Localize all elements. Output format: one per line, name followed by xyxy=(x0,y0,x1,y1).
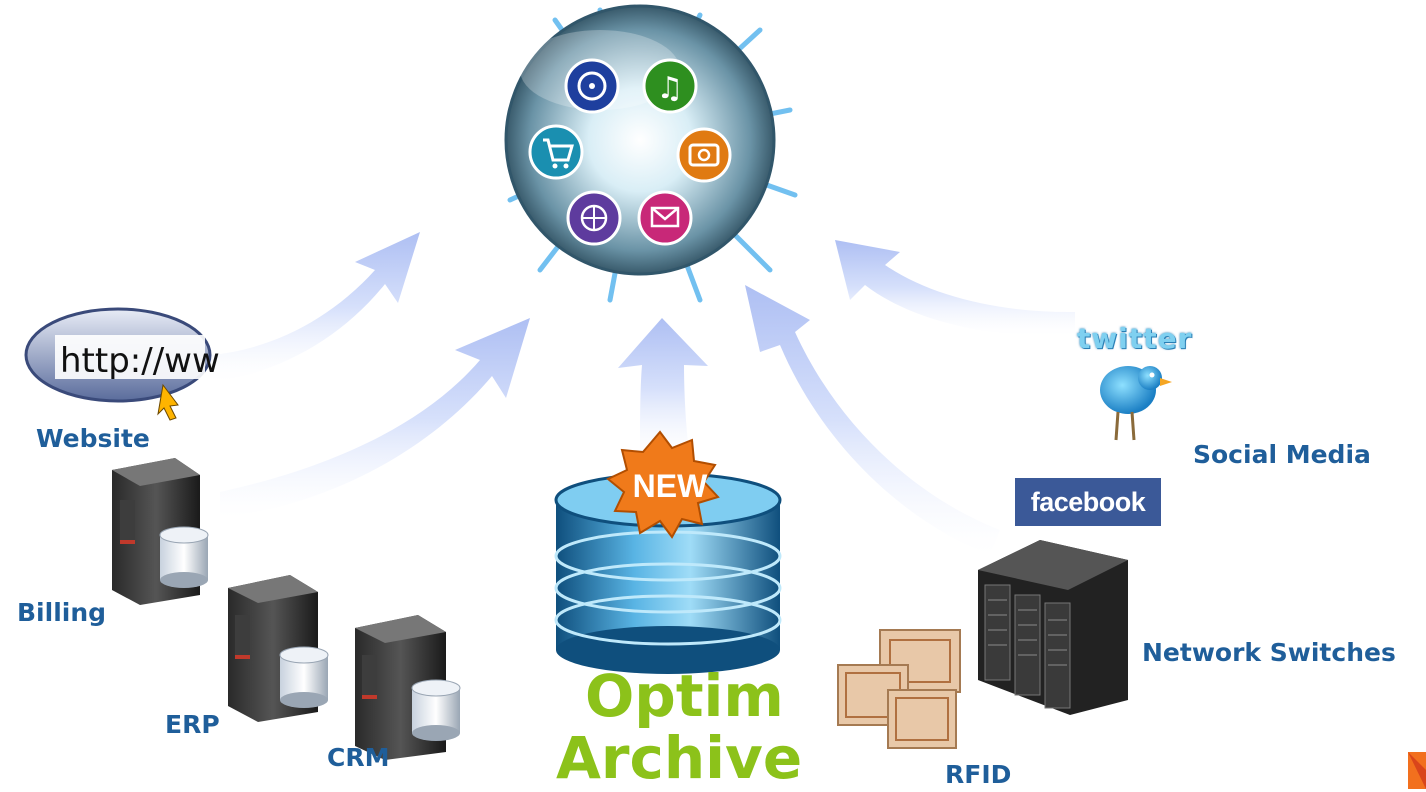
label-crm: CRM xyxy=(327,743,390,772)
website-http-icon: http://ww xyxy=(24,307,220,421)
svg-text:♫: ♫ xyxy=(657,71,684,106)
label-archive: Archive xyxy=(556,724,803,792)
arrow-social xyxy=(835,240,1075,336)
arrow-optim xyxy=(618,318,708,460)
new-badge-label: NEW xyxy=(632,468,708,504)
twitter-logo: twitter xyxy=(1077,322,1193,355)
shopping-cart-icon xyxy=(528,124,584,180)
optim-database-icon xyxy=(554,472,782,674)
network-switch-rack-icon xyxy=(978,540,1128,715)
label-website: Website xyxy=(36,424,150,453)
arrow-website xyxy=(210,232,420,382)
twitter-bird-icon xyxy=(1100,366,1172,441)
crm-disk-icon xyxy=(411,679,461,741)
rfid-tags-icon xyxy=(837,629,961,749)
label-social-media: Social Media xyxy=(1193,440,1371,469)
video-icon xyxy=(564,58,620,114)
facebook-logo: facebook xyxy=(1015,478,1161,526)
erp-server-icon xyxy=(228,575,329,722)
camera-icon xyxy=(676,127,732,183)
central-globe: ♫ xyxy=(504,4,798,303)
website-url-text: http://ww xyxy=(60,341,220,381)
label-optim: Optim xyxy=(585,662,784,730)
music-icon: ♫ xyxy=(642,58,698,114)
erp-disk-icon xyxy=(279,646,329,708)
label-billing: Billing xyxy=(17,598,107,627)
facebook-logo-text: facebook xyxy=(1030,486,1146,517)
label-erp: ERP xyxy=(165,710,220,739)
label-rfid: RFID xyxy=(945,760,1012,789)
crm-server-icon xyxy=(355,615,461,760)
label-network-switches: Network Switches xyxy=(1142,638,1396,667)
arrow-network xyxy=(745,285,1000,555)
billing-server-icon xyxy=(112,458,209,605)
arrows xyxy=(210,232,1075,555)
web-browser-icon xyxy=(566,190,622,246)
arrow-billing xyxy=(220,318,530,518)
corner-logo-mark xyxy=(1408,752,1426,789)
mail-icon xyxy=(637,190,693,246)
new-badge-icon xyxy=(606,430,720,539)
billing-disk-icon xyxy=(159,526,209,588)
